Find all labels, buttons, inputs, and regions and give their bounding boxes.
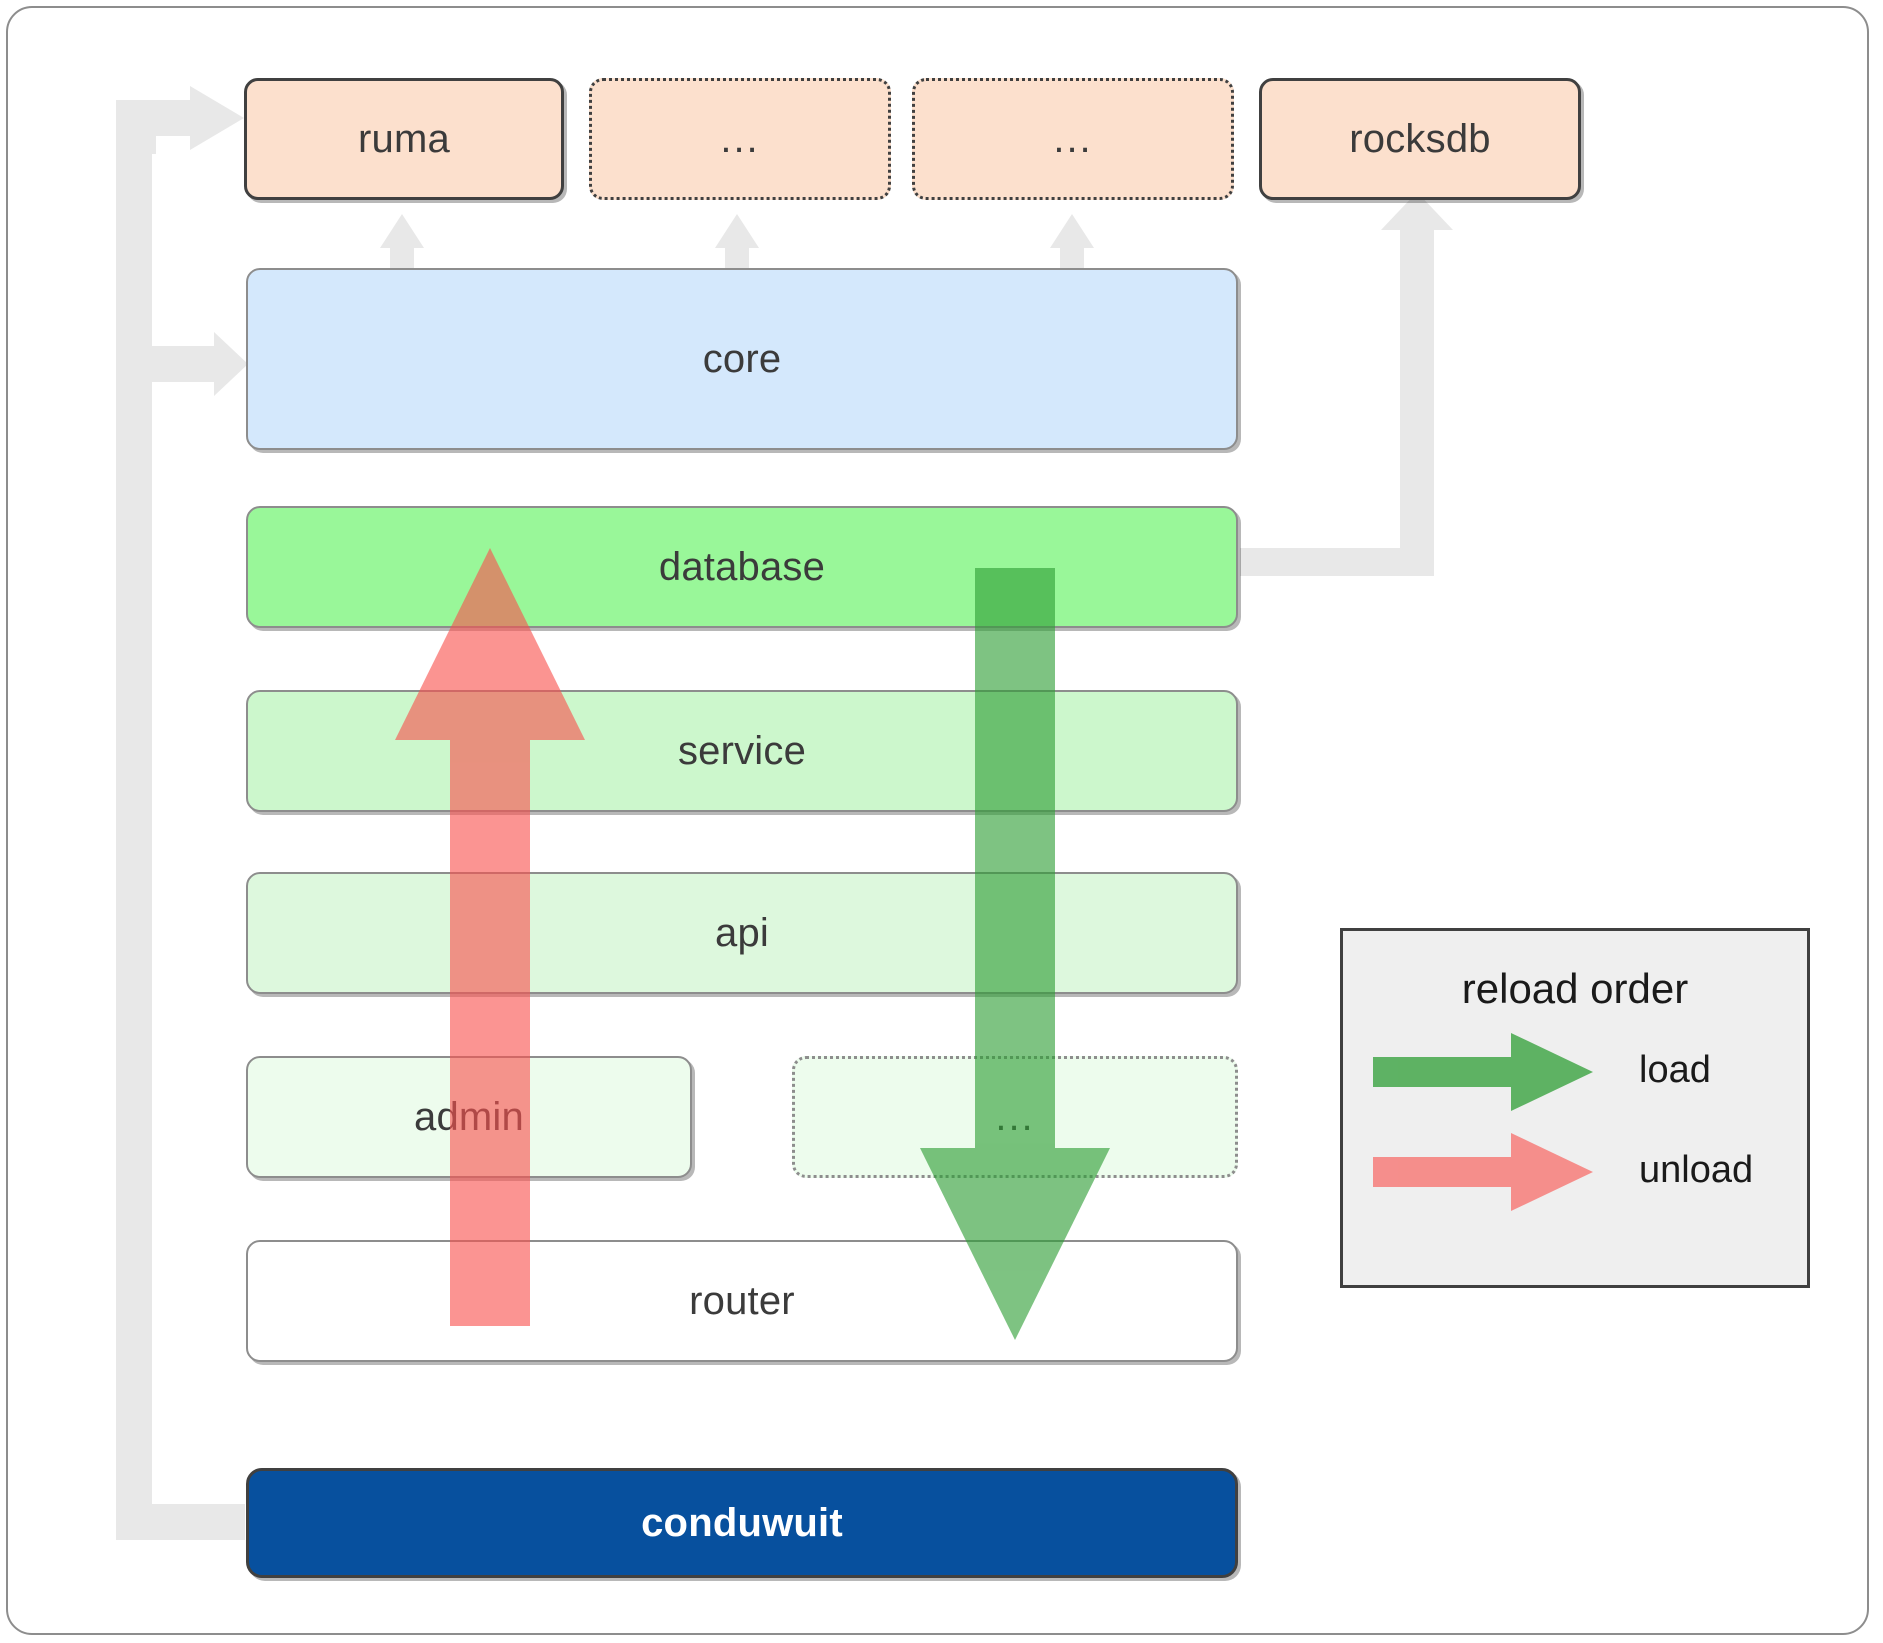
- node-database-label: database: [658, 544, 826, 589]
- node-core-label: core: [702, 336, 782, 381]
- node-rocksdb-label: rocksdb: [1349, 116, 1491, 161]
- diagram-frame: [6, 6, 1869, 1635]
- legend-unload-head: [1511, 1133, 1593, 1211]
- legend-label-load: load: [1639, 1049, 1711, 1091]
- node-rocksdb[interactable]: rocksdb: [1259, 78, 1581, 200]
- node-conduwuit[interactable]: conduwuit: [246, 1468, 1238, 1578]
- node-ruma-label: ruma: [358, 116, 450, 161]
- node-api-label: api: [715, 910, 769, 955]
- node-admin[interactable]: admin: [246, 1056, 692, 1178]
- node-core[interactable]: core: [246, 268, 1238, 450]
- node-stack-ellipsis[interactable]: ...: [792, 1056, 1238, 1178]
- legend-load-head: [1511, 1033, 1593, 1111]
- legend-label-unload: unload: [1639, 1149, 1754, 1191]
- node-admin-label: admin: [414, 1094, 524, 1139]
- node-external-ellipsis-1-label: ...: [720, 117, 760, 161]
- node-api[interactable]: api: [246, 872, 1238, 994]
- legend-unload-arrow: [1373, 1133, 1593, 1211]
- legend-title: reload order: [1461, 965, 1689, 1012]
- node-ruma[interactable]: ruma: [244, 78, 564, 200]
- legend-load-arrow: [1373, 1033, 1593, 1111]
- node-external-ellipsis-2-label: ...: [1053, 117, 1093, 161]
- node-service-label: service: [677, 728, 807, 773]
- node-database[interactable]: database: [246, 506, 1238, 628]
- node-external-ellipsis-2[interactable]: ...: [912, 78, 1234, 200]
- legend-arrows: [1373, 1033, 1593, 1211]
- node-external-ellipsis-1[interactable]: ...: [589, 78, 891, 200]
- node-router[interactable]: router: [246, 1240, 1238, 1362]
- legend-panel: reload order load unload: [1340, 928, 1810, 1288]
- node-stack-ellipsis-label: ...: [995, 1095, 1035, 1139]
- node-router-label: router: [689, 1278, 795, 1323]
- node-service[interactable]: service: [246, 690, 1238, 812]
- node-conduwuit-label: conduwuit: [641, 1500, 843, 1545]
